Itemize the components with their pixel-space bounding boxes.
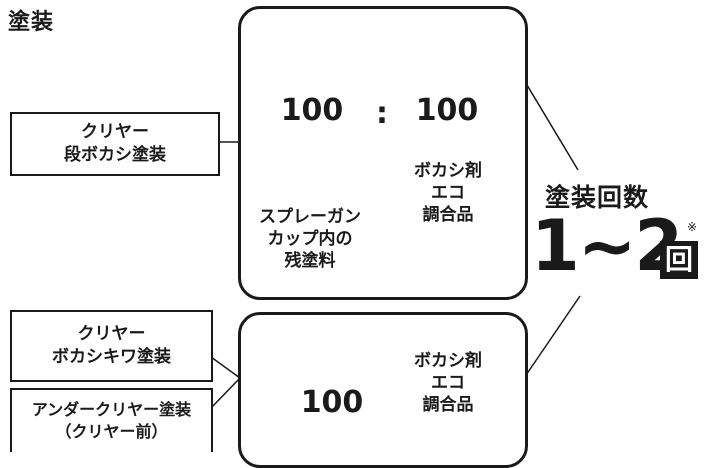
label-clear-kiwa-line2: ボカシキワ塗装	[52, 347, 171, 367]
connector-line-kiwa	[210, 356, 241, 379]
label-clear-kiwa-line1: クリヤー	[77, 324, 146, 345]
cup-caption-line1: スプレーガン	[259, 207, 361, 227]
bottom-beaker-caption-line2: エコ	[431, 373, 465, 394]
bottom-beaker-caption-line3: 調合品	[422, 395, 474, 416]
cup-caption-line2: カップ内の	[267, 229, 353, 250]
connector-line-bottom-panel	[523, 295, 581, 379]
cup-value: 100	[279, 90, 345, 130]
count-unit: 回	[660, 241, 698, 279]
count-note: ※	[687, 220, 698, 234]
count-label: 塗装回数	[545, 183, 650, 212]
label-clear-dan-line1: クリヤー	[81, 122, 149, 143]
label-clear-dan-box: クリヤー 段ボカシ塗装	[10, 112, 220, 176]
label-under-clear-box: アンダークリヤー塗装 （クリヤー前）	[10, 388, 213, 452]
bottom-beaker-caption: ボカシ剤 エコ 調合品	[398, 350, 498, 416]
top-beaker-value: 100	[414, 90, 480, 130]
top-beaker-caption-line3: 調合品	[422, 205, 474, 226]
top-beaker-caption-line1: ボカシ剤	[414, 161, 482, 181]
cup-caption: スプレーガン カップ内の 残塗料	[250, 206, 370, 272]
label-under-clear-line2: （クリヤー前）	[55, 422, 168, 441]
label-clear-kiwa-box: クリヤー ボカシキワ塗装	[10, 310, 213, 382]
label-under-clear-line1: アンダークリヤー塗装	[31, 400, 192, 420]
page-title: 塗装	[8, 10, 55, 35]
connector-line-top-panel	[523, 79, 579, 171]
count-value: 1~2	[531, 205, 683, 287]
connector-line-under	[210, 377, 241, 409]
top-beaker-caption-line2: エコ	[431, 183, 465, 204]
top-beaker-caption: ボカシ剤 エコ 調合品	[398, 160, 498, 226]
top-panel	[238, 6, 528, 300]
bottom-beaker-caption-line1: ボカシ剤	[414, 351, 482, 371]
cup-caption-line3: 残塗料	[284, 251, 336, 272]
label-clear-dan-line2: 段ボカシ塗装	[64, 145, 166, 165]
bottom-beaker-value: 100	[299, 382, 365, 422]
ratio-sign: :	[376, 96, 388, 131]
